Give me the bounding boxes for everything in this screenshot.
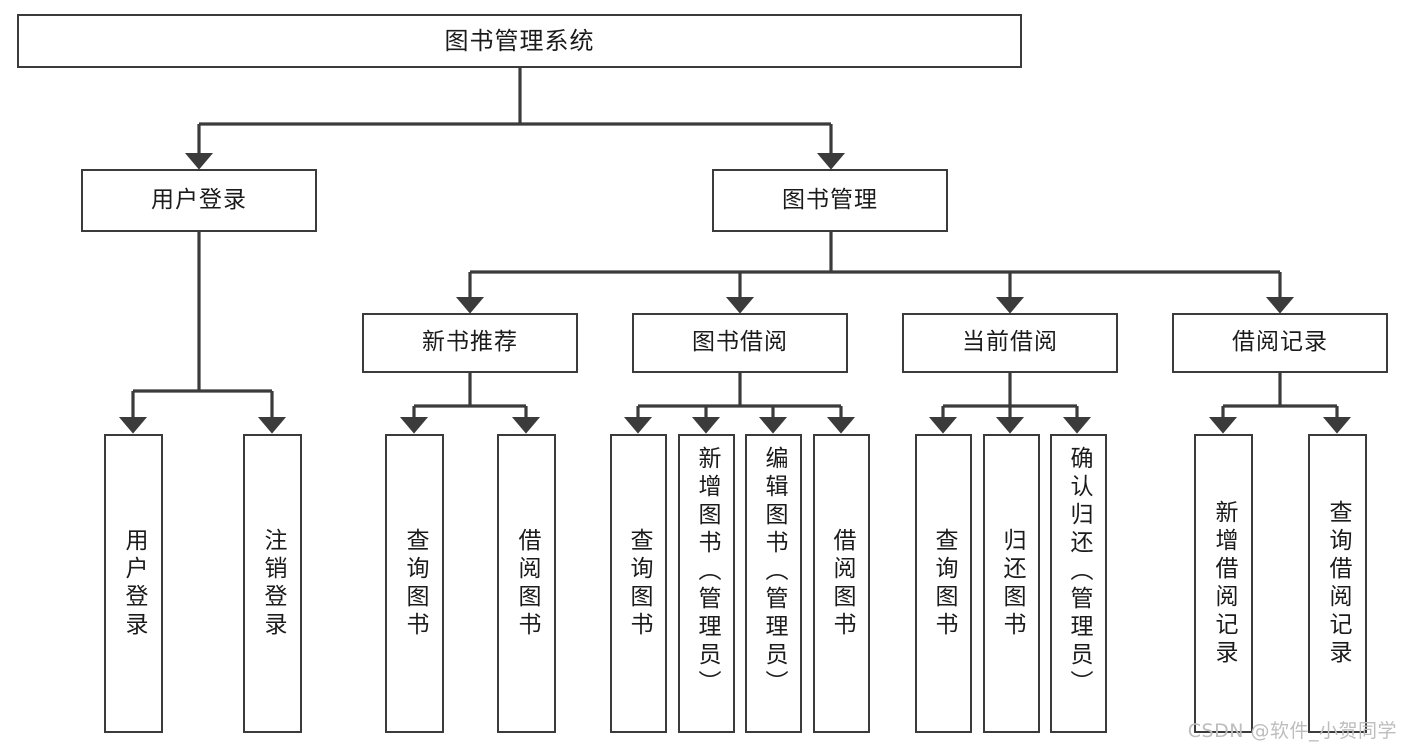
node-label: 新增借阅记录 [1211,499,1237,668]
node-label: 新书推荐 [422,329,518,356]
leaf-borrow-add-book-admin[interactable]: 新增图书（管理员） [678,434,735,733]
node-borrow-record[interactable]: 借阅记录 [1172,313,1388,373]
node-label: 借阅图书 [829,527,855,640]
node-current-borrow[interactable]: 当前借阅 [902,313,1118,373]
node-root-system[interactable]: 图书管理系统 [17,14,1022,68]
leaf-new-book-query[interactable]: 查询图书 [385,434,444,733]
node-label: 确认归还（管理员） [1066,446,1092,698]
node-label: 图书管理系统 [444,26,595,55]
node-label: 用户登录 [121,527,147,640]
node-label: 图书管理 [782,186,878,213]
node-label: 用户登录 [151,186,247,213]
leaf-record-query-record[interactable]: 查询借阅记录 [1308,434,1367,733]
node-label: 查询图书 [402,527,428,640]
node-label: 编辑图书（管理员） [761,446,787,698]
node-book-borrow[interactable]: 图书借阅 [632,313,848,373]
csdn-watermark: CSDN @软件_小贺同学 [1187,720,1397,742]
node-book-management[interactable]: 图书管理 [712,169,948,232]
leaf-user-login-login[interactable]: 用户登录 [104,434,163,733]
leaf-user-login-logout[interactable]: 注销登录 [243,434,302,733]
node-label: 新增图书（管理员） [694,446,720,698]
node-label: 注销登录 [260,527,286,640]
node-label: 借阅记录 [1232,329,1328,356]
leaf-borrow-query-book[interactable]: 查询图书 [610,434,667,733]
node-label: 查询借阅记录 [1325,499,1351,668]
node-label: 当前借阅 [962,329,1058,356]
leaf-current-confirm-return-admin[interactable]: 确认归还（管理员） [1050,434,1107,733]
node-label: 查询图书 [626,527,652,640]
node-label: 图书借阅 [692,329,788,356]
node-label: 借阅图书 [514,527,540,640]
node-label: 查询图书 [931,527,957,640]
node-label: 归还图书 [999,527,1025,640]
leaf-borrow-borrow-book[interactable]: 借阅图书 [813,434,870,733]
leaf-current-query-book[interactable]: 查询图书 [915,434,972,733]
leaf-record-add-record[interactable]: 新增借阅记录 [1194,434,1253,733]
leaf-borrow-edit-book-admin[interactable]: 编辑图书（管理员） [745,434,802,733]
leaf-current-return-book[interactable]: 归还图书 [983,434,1040,733]
leaf-new-book-borrow[interactable]: 借阅图书 [497,434,556,733]
node-user-login[interactable]: 用户登录 [81,169,317,232]
node-new-book-recommend[interactable]: 新书推荐 [362,313,578,373]
